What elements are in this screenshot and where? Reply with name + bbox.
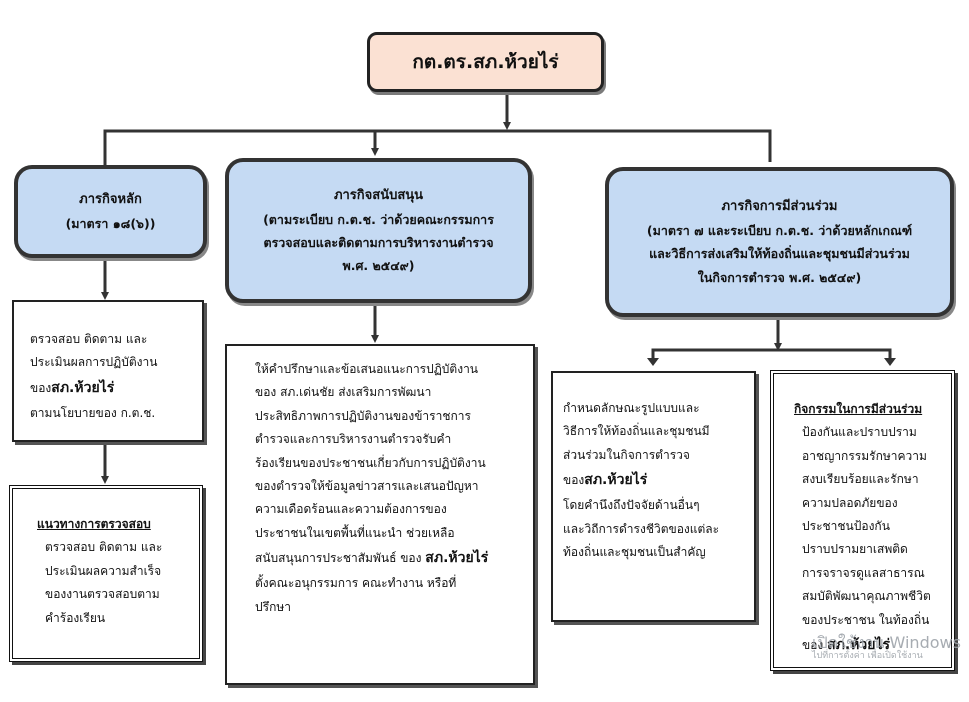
main-mission-ref: (มาตรา ๑๘(๖)): [65, 215, 156, 231]
activities-heading: กิจกรรมในการมีส่วนร่วม: [794, 402, 923, 416]
advice-line-9-prefix: สนับสนุนการประชาสัมพันธ์ ของ: [255, 551, 426, 566]
inspect-line-1: ตรวจสอบ ติดตาม และ: [30, 332, 148, 346]
inspect-box: ตรวจสอบ ติดตาม และ ประเมินผลการปฏิบัติงา…: [12, 300, 204, 442]
activities-line-2: อาชญากรรมรักษาความ: [802, 448, 927, 463]
top-title: กต.ตร.สภ.ห้วยไร่: [412, 51, 559, 73]
format-line-5: โดยคำนึงถึงปัจจัยด้านอื่นๆ: [563, 498, 700, 513]
advice-line-10: ตั้งคณะอนุกรรมการ คณะทำงาน หรือที่: [255, 576, 457, 591]
guideline-line-1: ตรวจสอบ ติดตาม และ: [45, 540, 163, 555]
participation-mission-ref-2: และวิธีการส่งเสริมให้ท้องถิ่นและชุมชนมีส…: [649, 246, 910, 262]
inspect-line-4: ตามนโยบายของ ก.ต.ช.: [30, 406, 156, 421]
activities-line-10-prefix: ของ: [802, 637, 828, 652]
advice-line-11: ปรึกษา: [255, 599, 291, 614]
advice-line-6: ของตำรวจให้ข้อมูลข่าวสารและเสนอปัญหา: [255, 478, 479, 493]
format-line-4: ของสภ.ห้วยไร่: [563, 467, 746, 494]
advice-line-3: ประสิทธิภาพการปฏิบัติงานของข้าราชการ: [255, 408, 471, 423]
main-mission-box: ภารกิจหลัก (มาตรา ๑๘(๖)): [14, 165, 207, 258]
advice-station-name: สภ.ห้วยไร่: [425, 550, 489, 567]
format-box: กำหนดลักษณะรูปแบบและ วิธีการให้ท้องถิ่นแ…: [551, 371, 756, 622]
inspect-line-3-prefix: ของ: [30, 380, 52, 395]
support-mission-box: ภารกิจสนับสนุน (ตามระเบียบ ก.ต.ช. ว่าด้ว…: [225, 158, 532, 303]
advice-line-9: สนับสนุนการประชาสัมพันธ์ ของ สภ.ห้วยไร่: [255, 545, 519, 572]
format-line-3: ส่วนร่วมในกิจการตำรวจ: [563, 447, 690, 462]
advice-line-2: ของ สภ.เด่นชัย ส่งเสริมการพัฒนา: [255, 385, 432, 400]
guideline-box: แนวทางการตรวจสอบ ตรวจสอบ ติดตาม และ ประเ…: [9, 485, 203, 662]
inspect-station-name: สภ.ห้วยไร่: [51, 379, 115, 396]
advice-line-7: ความเดือดร้อนและความต้องการของ: [255, 502, 447, 517]
top-title-box: กต.ตร.สภ.ห้วยไร่: [367, 32, 604, 92]
advice-line-1: ให้คำปรึกษาและข้อเสนอแนะการปฏิบัติงาน: [255, 362, 479, 376]
format-line-7: ท้องถิ่นและชุมชนเป็นสำคัญ: [563, 545, 706, 560]
advice-line-4: ตำรวจและการบริหารงานตำรวจรับคำ: [255, 432, 452, 447]
arrowhead-right: [884, 358, 896, 366]
support-mission-ref-3: พ.ศ. ๒๕๔๙): [342, 258, 415, 274]
participation-mission-ref-3: ในกิจการตำรวจ พ.ศ. ๒๕๔๙): [697, 269, 862, 285]
format-station-name: สภ.ห้วยไร่: [584, 472, 648, 489]
guideline-line-3: ของงานตรวจสอบตาม: [45, 587, 160, 602]
guideline-line-2: ประเมินผลความสำเร็จ: [45, 563, 162, 578]
guideline-heading: แนวทางการตรวจสอบ: [37, 517, 151, 531]
activities-line-3: สงบเรียบร้อยและรักษา: [802, 472, 919, 487]
activities-station-name: สภ.ห้วยไร่: [827, 636, 891, 653]
watermark-line-1: เปิดใช้งาน Windows: [812, 633, 961, 652]
activities-line-7: การจราจรดูแลสาธารณ: [802, 565, 925, 580]
support-mission-ref-2: ตรวจสอบและติดตามการบริหารงานตำรวจ: [263, 234, 494, 250]
activities-line-9: ของประชาชน ในท้องถิ่น: [802, 612, 930, 627]
participation-mission-box: ภารกิจการมีส่วนร่วม (มาตรา ๗ และระเบียบ …: [605, 167, 954, 317]
format-line-6: และวิถีการดำรงชีวิตของแต่ละ: [563, 521, 720, 536]
advice-line-5: ร้องเรียนของประชาชนเกี่ยวกับการปฏิบัติงา…: [255, 455, 486, 470]
connector-horizontal-bar: [103, 129, 772, 165]
advice-line-8: ประชาชนในเขตพื้นที่แนะนำ ช่วยเหลือ: [255, 525, 455, 540]
activities-line-6: ปราบปรามยาเสพติด: [802, 542, 908, 557]
participation-mission-ref-1: (มาตรา ๗ และระเบียบ ก.ต.ช. ว่าด้วยหลักเก…: [646, 223, 913, 239]
format-line-2: วิธีการให้ท้องถิ่นและชุมชนมี: [563, 424, 710, 439]
activities-line-4: ความปลอดภัยของ: [802, 495, 898, 510]
support-mission-title: ภารกิจสนับสนุน: [333, 187, 424, 203]
inspect-line-3: ของสภ.ห้วยไร่: [30, 375, 190, 402]
advice-box: ให้คำปรึกษาและข้อเสนอแนะการปฏิบัติงาน ขอ…: [225, 344, 535, 685]
activities-box: กิจกรรมในการมีส่วนร่วม ป้องกันและปราบปรา…: [770, 370, 955, 671]
participation-mission-title: ภารกิจการมีส่วนร่วม: [721, 199, 838, 215]
guideline-line-4: คำร้องเรียน: [45, 610, 106, 625]
activities-line-1: ป้องกันและปราบปราม: [802, 425, 917, 440]
arrowhead-left: [647, 358, 659, 366]
main-mission-title: ภารกิจหลัก: [79, 191, 142, 207]
windows-activation-watermark: เปิดใช้งาน Windows ไปที่การตั้งค่า เพื่อ…: [812, 634, 969, 661]
connector-participation-split: [651, 348, 892, 364]
inspect-line-2: ประเมินผลการปฏิบัติงาน: [30, 355, 158, 370]
format-line-4-prefix: ของ: [563, 473, 585, 488]
watermark-line-2: ไปที่การตั้งค่า เพื่อเปิดใช้งาน: [812, 650, 923, 661]
format-line-1: กำหนดลักษณะรูปแบบและ: [563, 401, 700, 415]
support-mission-ref-1: (ตามระเบียบ ก.ต.ช. ว่าด้วยคณะกรรมการ: [263, 211, 494, 227]
activities-line-10: ของ สภ.ห้วยไร่: [794, 632, 945, 659]
activities-line-8: สมบัติพัฒนาคุณภาพชีวิต: [802, 589, 931, 604]
activities-line-5: ประชาชนป้องกัน: [802, 518, 890, 533]
